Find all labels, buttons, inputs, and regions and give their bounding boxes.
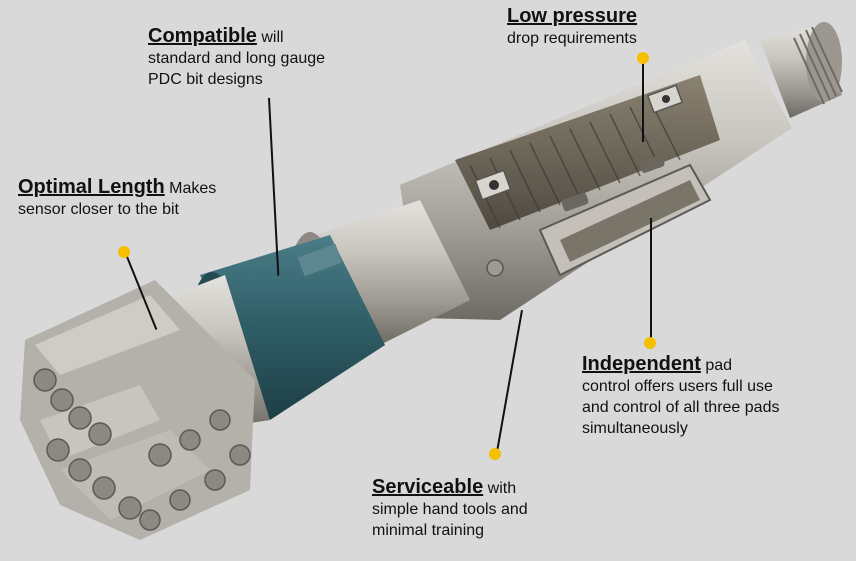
- callout-low-pressure: Low pressure drop requirements: [507, 6, 637, 49]
- callout-text: with: [483, 480, 517, 497]
- callout-text: Makes: [164, 180, 217, 197]
- marker-dot-serviceable: [489, 448, 501, 460]
- callout-text: standard and long gauge: [148, 50, 326, 67]
- callout-text: drop requirements: [507, 30, 637, 47]
- marker-dot-low-pressure: [637, 52, 649, 64]
- marker-dot-optimal-length: [118, 246, 130, 258]
- callout-text: sensor closer to the bit: [18, 201, 179, 218]
- callout-heading: Compatible: [148, 25, 257, 47]
- threaded-pin-end: [760, 22, 843, 118]
- callout-text: minimal training: [372, 522, 485, 539]
- leader-independent: [650, 218, 652, 342]
- callout-independent: Independent pad control offers users ful…: [582, 354, 779, 439]
- leader-low-pressure: [642, 58, 644, 142]
- callout-text: and control of all three pads: [582, 399, 780, 416]
- callout-text: PDC bit designs: [148, 71, 263, 88]
- callout-compatible: Compatible will standard and long gauge …: [148, 26, 325, 90]
- callout-optimal-length: Optimal Length Makes sensor closer to th…: [18, 177, 216, 220]
- callout-heading: Low pressure: [507, 5, 638, 27]
- callout-text: simultaneously: [582, 420, 688, 437]
- callout-heading: Optimal Length: [18, 176, 165, 198]
- drill-bit: [20, 280, 255, 540]
- callout-heading: Independent: [582, 353, 701, 375]
- callout-heading: Serviceable: [372, 476, 484, 498]
- steering-pad-body: [400, 40, 792, 320]
- callout-text: simple hand tools and: [372, 501, 528, 518]
- callout-text: pad: [700, 357, 733, 374]
- marker-dot-independent: [644, 337, 656, 349]
- callout-text: will: [256, 29, 284, 46]
- callout-text: control offers users full use: [582, 378, 773, 395]
- callout-serviceable: Serviceable with simple hand tools and m…: [372, 477, 528, 541]
